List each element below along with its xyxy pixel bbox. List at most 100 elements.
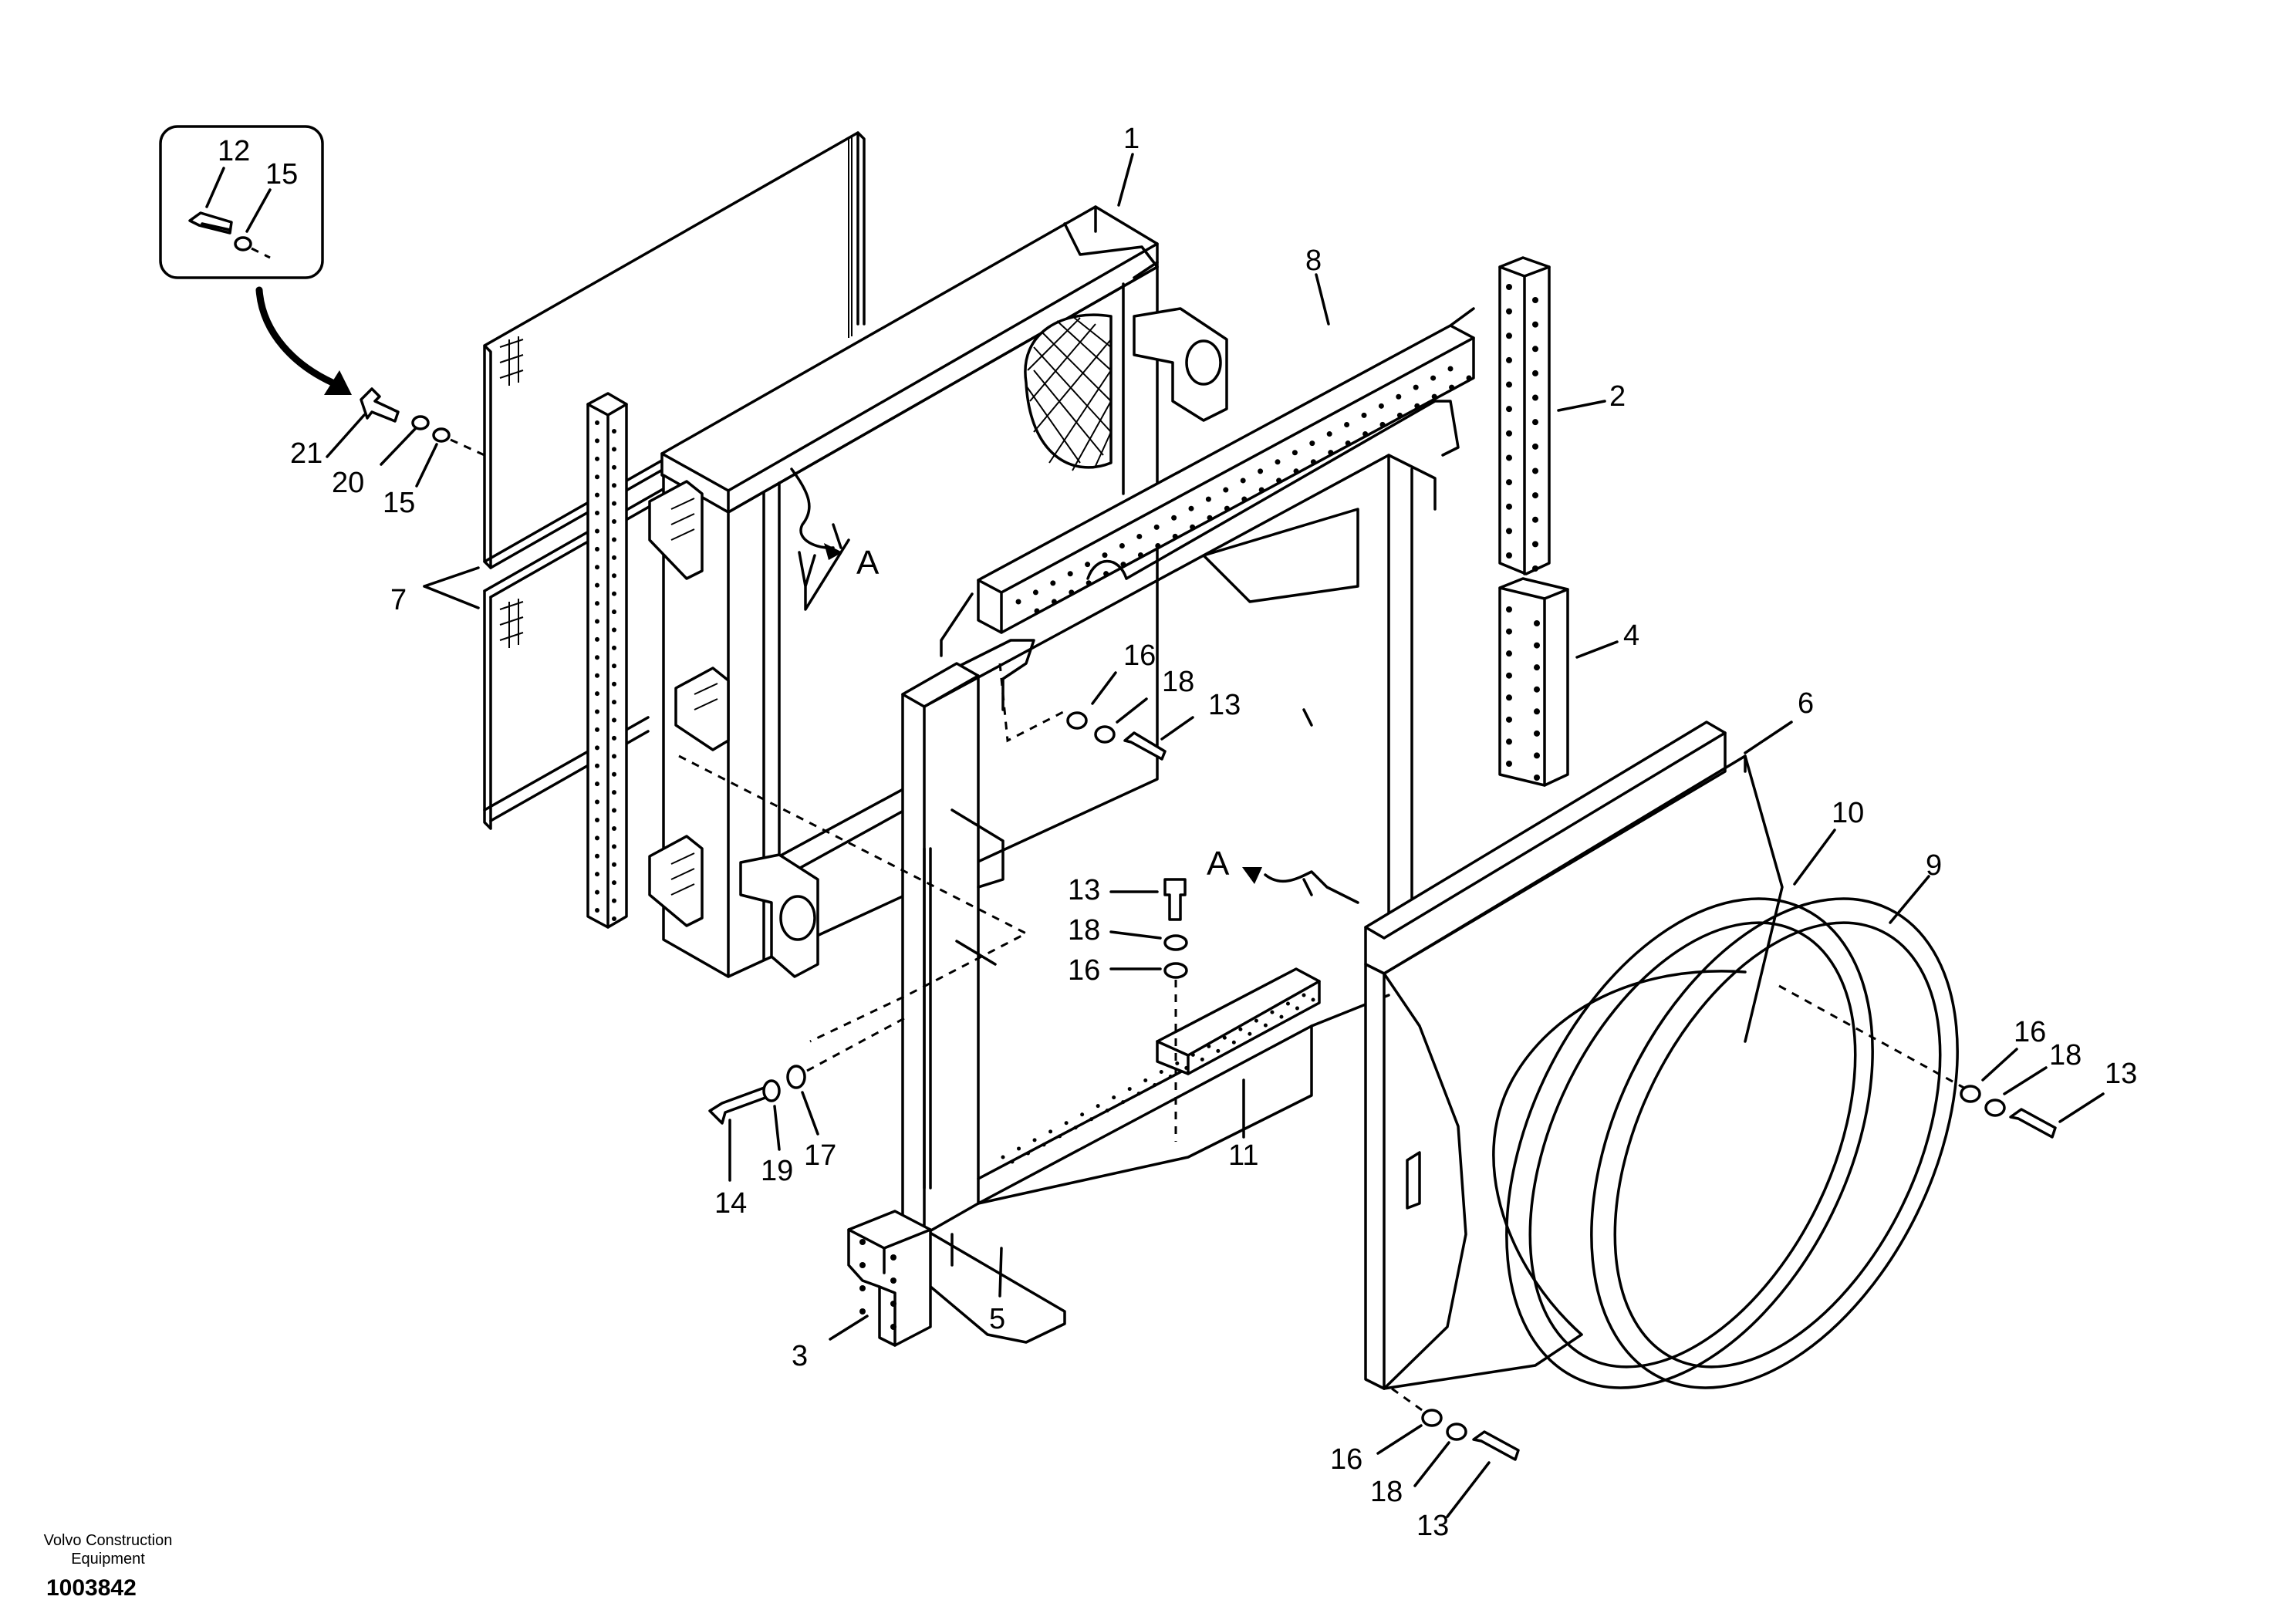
perforation-hole xyxy=(612,808,616,813)
perforation-hole xyxy=(595,582,599,588)
perforation-hole xyxy=(1532,370,1538,376)
perforation-hole xyxy=(1042,1142,1046,1147)
perforation-hole xyxy=(1241,496,1248,502)
perforation-hole xyxy=(595,889,599,895)
perforation-hole xyxy=(595,511,599,516)
perforation-hole xyxy=(1238,1027,1243,1031)
perforation-hole xyxy=(595,438,599,444)
perforation-hole xyxy=(1224,505,1230,511)
perforation-hole xyxy=(1506,308,1512,315)
perforation-hole xyxy=(1168,1074,1173,1078)
perforation-hole xyxy=(1506,503,1512,510)
perforation-hole xyxy=(612,735,616,741)
perforation-hole xyxy=(612,825,616,831)
bolt-14 xyxy=(708,1085,773,1125)
perforation-hole xyxy=(1285,1001,1290,1006)
perforation-hole xyxy=(1532,443,1538,450)
perforation-hole xyxy=(595,655,599,660)
perforation-hole xyxy=(1506,650,1512,657)
perforation-hole xyxy=(1328,450,1334,456)
perforation-hole xyxy=(1017,1146,1021,1151)
callout-9: 9 xyxy=(1926,849,1942,882)
perforation-hole xyxy=(612,790,616,795)
section-marker-a-upper: A xyxy=(856,544,880,582)
perforation-hole xyxy=(1447,366,1454,372)
callout-1: 1 xyxy=(1123,123,1140,155)
perforation-hole xyxy=(595,691,599,697)
perforation-hole xyxy=(1532,297,1538,303)
bolt-12-inset xyxy=(188,211,233,235)
perforation-hole xyxy=(1073,1126,1078,1130)
perforation-hole xyxy=(1263,1023,1268,1028)
drawing-number: 1003842 xyxy=(46,1575,137,1601)
perforation-hole xyxy=(1103,571,1109,577)
callout-14: 14 xyxy=(714,1187,747,1220)
perforation-hole xyxy=(595,709,599,714)
perforation-hole xyxy=(1532,492,1538,499)
washer-18-c xyxy=(1984,1099,2006,1117)
perforation-hole xyxy=(1001,1155,1005,1159)
channel-11 xyxy=(1156,967,1321,1075)
perforation-hole xyxy=(1058,1134,1062,1139)
perforation-hole xyxy=(612,717,616,723)
perforation-hole xyxy=(1254,1018,1258,1023)
perforation-hole xyxy=(1276,478,1282,484)
bolt-13-b xyxy=(1163,878,1187,921)
callout-17: 17 xyxy=(804,1139,836,1172)
company-name: Volvo Construction Equipment xyxy=(15,1531,201,1568)
washer-15 xyxy=(432,427,451,443)
perforation-hole xyxy=(595,799,599,805)
ring-9 xyxy=(1590,897,1976,1389)
perforation-hole xyxy=(1136,1092,1141,1096)
screen-panel-7 xyxy=(483,131,866,830)
perforation-hole xyxy=(859,1308,866,1315)
washer-19 xyxy=(762,1079,781,1102)
perforation-hole xyxy=(612,501,616,506)
perforation-hole xyxy=(595,546,599,552)
perforation-hole xyxy=(1295,1006,1299,1011)
perforation-hole xyxy=(1026,1151,1031,1156)
perforation-hole xyxy=(595,835,599,841)
perforation-hole xyxy=(1506,606,1512,613)
perforation-hole xyxy=(1048,1129,1053,1134)
perforation-hole xyxy=(612,700,616,705)
perforation-hole xyxy=(612,464,616,470)
perforation-hole xyxy=(612,537,616,542)
washer-16-c xyxy=(1960,1085,1981,1103)
callout-18-b: 18 xyxy=(1068,914,1100,947)
perforation-hole xyxy=(1184,1065,1189,1070)
perforation-hole xyxy=(1506,738,1512,745)
perforation-hole xyxy=(1534,730,1540,737)
perforation-hole xyxy=(595,420,599,425)
perforation-hole xyxy=(1309,440,1315,447)
perforation-hole xyxy=(612,627,616,633)
perforation-hole xyxy=(1532,467,1538,474)
perforation-hole xyxy=(1216,1048,1221,1053)
perforation-hole xyxy=(1089,1117,1094,1122)
perforation-hole xyxy=(595,727,599,732)
perforation-hole xyxy=(1431,393,1437,400)
callout-15: 15 xyxy=(383,487,415,519)
perforation-hole xyxy=(1223,487,1229,493)
perforation-hole xyxy=(859,1285,866,1291)
perforation-hole xyxy=(1069,589,1075,596)
perforation-hole xyxy=(1449,384,1455,390)
perforation-hole xyxy=(595,456,599,461)
perforation-hole xyxy=(1159,1069,1163,1074)
perforation-hole xyxy=(1506,381,1512,388)
perforation-hole xyxy=(1085,562,1091,568)
perforation-hole xyxy=(1136,533,1143,539)
perforation-hole xyxy=(1311,997,1315,1002)
perforation-hole xyxy=(1506,716,1512,723)
perforation-hole xyxy=(595,474,599,480)
perforation-hole xyxy=(1171,515,1177,521)
perforation-hole xyxy=(1506,284,1512,290)
perforation-hole xyxy=(1534,642,1540,649)
perforation-hole xyxy=(1506,332,1512,339)
perforation-hole xyxy=(1143,1078,1148,1083)
perforation-hole xyxy=(612,898,616,903)
perforation-hole xyxy=(595,492,599,498)
callout-8: 8 xyxy=(1305,245,1322,277)
perforation-hole xyxy=(612,771,616,777)
